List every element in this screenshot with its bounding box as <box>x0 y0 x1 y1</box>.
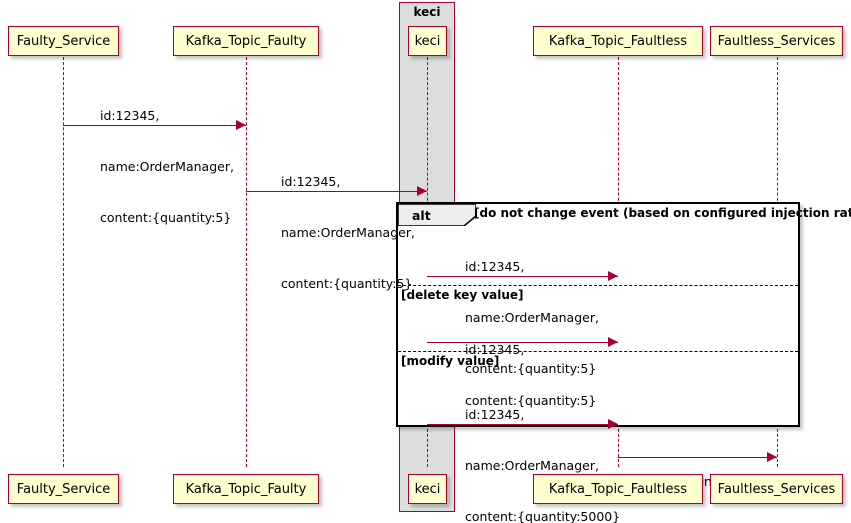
participant-kafka-topic-faultless-bottom[interactable]: Kafka_Topic_Faultless <box>533 474 703 504</box>
alt-divider-1 <box>398 285 798 286</box>
participant-faulty-service-top[interactable]: Faulty_Service <box>8 26 119 56</box>
participant-faultless-services-bottom[interactable]: Faultless_Services <box>710 474 843 504</box>
alt-tab-shape <box>398 204 476 226</box>
message-4-label: id:12345, content:{quantity:5} <box>465 307 596 443</box>
message-5-arrowhead <box>608 419 618 429</box>
message-4-line-1: id:12345, <box>465 342 525 357</box>
lifeline-faulty-service <box>63 57 64 467</box>
participant-keci-bottom[interactable]: keci <box>408 474 447 504</box>
participant-label: Faultless_Services <box>717 481 836 497</box>
participant-label: Faulty_Service <box>16 33 111 49</box>
participant-label: keci <box>414 481 441 497</box>
participant-label: Kafka_Topic_Faultless <box>548 481 688 497</box>
message-2-line-1: id:12345, <box>281 174 341 189</box>
message-3-arrow <box>427 276 618 277</box>
alt-guard-1: [do not change event (based on configure… <box>474 206 851 220</box>
alt-fragment-tab: alt <box>398 204 476 226</box>
alt-guard-3: [modify value] <box>401 354 500 368</box>
lifeline-kafka-topic-faulty <box>246 57 247 467</box>
message-1-arrowhead <box>236 120 246 130</box>
alt-guard-2: [delete key value] <box>401 288 524 302</box>
message-2-label: id:12345, name:OrderManager, content:{qu… <box>281 139 415 326</box>
message-6-arrow <box>618 457 777 458</box>
participant-kafka-topic-faulty-bottom[interactable]: Kafka_Topic_Faulty <box>173 474 319 504</box>
message-1-label: id:12345, name:OrderManager, content:{qu… <box>100 73 234 260</box>
message-2-line-3: content:{quantity:5} <box>281 276 413 291</box>
participant-kafka-topic-faulty-top[interactable]: Kafka_Topic_Faulty <box>173 26 319 56</box>
participant-label: Kafka_Topic_Faulty <box>185 33 307 49</box>
participant-faultless-services-top[interactable]: Faultless_Services <box>710 26 843 56</box>
message-1-arrow <box>63 125 246 126</box>
message-6-arrowhead <box>767 452 777 462</box>
participant-keci-top[interactable]: keci <box>408 26 447 56</box>
participant-faulty-service-bottom[interactable]: Faulty_Service <box>8 474 119 504</box>
message-3-line-3: content:{quantity:5} <box>465 361 597 376</box>
message-3-arrowhead <box>608 271 618 281</box>
message-2-line-2: name:OrderManager, <box>281 225 415 240</box>
message-2-arrow <box>246 191 427 192</box>
alt-divider-2 <box>398 351 798 352</box>
participant-label: Kafka_Topic_Faulty <box>185 481 307 497</box>
message-4-arrowhead <box>608 337 618 347</box>
message-3-line-1: id:12345, <box>465 259 525 274</box>
alt-operator-label: alt <box>412 208 431 223</box>
message-2-arrowhead <box>417 186 427 196</box>
message-5-arrow <box>427 424 618 425</box>
participant-label: Faultless_Services <box>717 33 836 49</box>
participant-label: keci <box>414 33 441 49</box>
participant-label: Faulty_Service <box>16 481 111 497</box>
message-1-line-1: id:12345, <box>100 108 160 123</box>
message-3-label: id:12345, name:OrderManager, content:{qu… <box>465 224 599 411</box>
message-5-label: id:12345, name:OrderManager, content:{qu… <box>465 372 620 523</box>
alt-fragment <box>396 202 800 427</box>
message-1-line-3: content:{quantity:5} <box>100 210 232 225</box>
participant-label: Kafka_Topic_Faultless <box>548 33 688 49</box>
group-box-title: keci <box>413 5 441 19</box>
message-4-line-2: content:{quantity:5} <box>465 393 597 408</box>
message-1-line-2: name:OrderManager, <box>100 159 234 174</box>
participant-kafka-topic-faultless-top[interactable]: Kafka_Topic_Faultless <box>533 26 703 56</box>
message-3-line-2: name:OrderManager, <box>465 310 599 325</box>
message-5-line-3: content:{quantity:5000} <box>465 509 621 523</box>
message-5-line-1: id:12345, <box>465 407 525 422</box>
message-5-line-2: name:OrderManager, <box>465 458 599 473</box>
message-4-arrow <box>427 342 618 343</box>
